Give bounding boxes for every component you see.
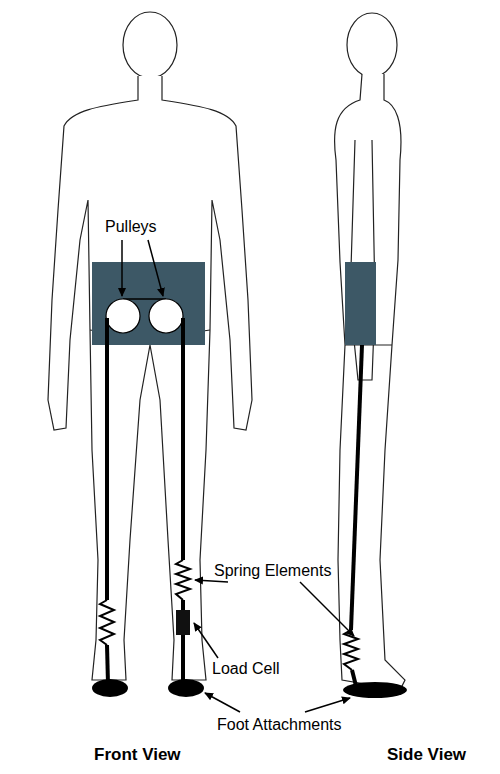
part-label: Foot Attachments [215,716,344,734]
view-title: Front View [92,746,183,765]
side-figure [335,13,405,690]
part-label: Pulleys [103,218,159,236]
part-label: Spring Elements [212,562,333,580]
side-device [343,262,407,698]
view-title: Side View [385,746,468,765]
part-label: Load Cell [210,660,282,678]
front-figure [48,12,252,680]
leader-arrows [122,240,354,712]
front-device [92,262,205,697]
